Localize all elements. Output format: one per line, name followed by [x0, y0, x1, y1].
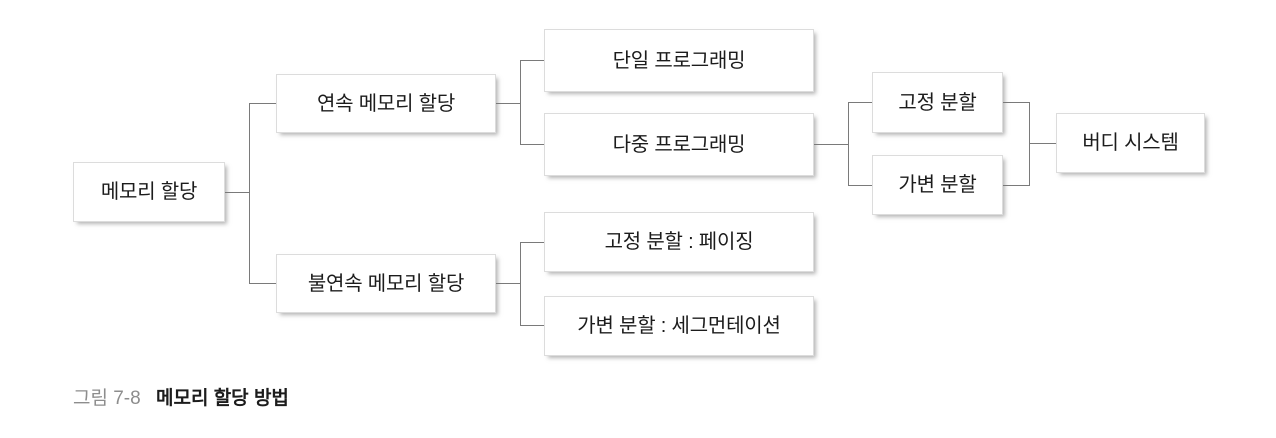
connector-partition-merge-vertical [1029, 102, 1030, 186]
connector-branch-to-paging [520, 242, 544, 243]
connector-merge-to-buddy-system [1029, 143, 1056, 144]
node-variable-partition-segmentation: 가변 분할 : 세그먼테이션 [544, 296, 814, 356]
connector-root-split-vertical [249, 103, 250, 284]
node-buddy-system: 버디 시스템 [1056, 113, 1205, 173]
node-fixed-partition-paging: 고정 분할 : 페이징 [544, 212, 814, 272]
connector-contiguous-out-stub [496, 103, 520, 104]
connector-branch-to-variable-partition [848, 185, 872, 186]
node-fixed-partition: 고정 분할 [872, 72, 1003, 133]
figure-caption-title: 메모리 할당 방법 [155, 388, 289, 409]
node-contiguous-allocation: 연속 메모리 할당 [276, 74, 496, 133]
node-variable-partition-segmentation-label: 가변 분할 : 세그먼테이션 [577, 315, 781, 337]
connector-contiguous-split-vertical [520, 60, 521, 145]
node-variable-partition-label: 가변 분할 [898, 174, 977, 196]
node-multi-programming: 다중 프로그래밍 [544, 113, 814, 176]
connector-branch-to-noncontiguous [249, 283, 276, 284]
connector-multi-prog-out-stub [814, 144, 848, 145]
node-contiguous-allocation-label: 연속 메모리 할당 [316, 92, 456, 115]
node-single-programming: 단일 프로그래밍 [544, 29, 814, 92]
node-single-programming-label: 단일 프로그래밍 [612, 49, 746, 72]
connector-branch-to-segmentation [520, 325, 544, 326]
connector-noncontiguous-split-vertical [520, 242, 521, 325]
connector-branch-to-contiguous [249, 103, 276, 104]
node-root: 메모리 할당 [73, 162, 225, 222]
node-variable-partition: 가변 분할 [872, 155, 1003, 215]
connector-fixed-partition-out-stub [1003, 102, 1029, 103]
figure-caption-number: 그림 7-8 [73, 388, 141, 409]
connector-branch-to-multi-prog [520, 144, 544, 145]
node-noncontiguous-allocation-label: 불연속 메모리 할당 [307, 272, 465, 295]
node-root-label: 메모리 할당 [100, 181, 198, 203]
node-fixed-partition-label: 고정 분할 [898, 91, 977, 114]
connector-branch-to-single-prog [520, 60, 544, 61]
node-noncontiguous-allocation: 불연속 메모리 할당 [276, 254, 496, 313]
node-multi-programming-label: 다중 프로그래밍 [612, 133, 746, 156]
figure-caption: 그림 7-8 메모리 할당 방법 [73, 389, 289, 408]
connector-branch-to-fixed-partition [848, 102, 872, 103]
node-fixed-partition-paging-label: 고정 분할 : 페이징 [604, 231, 754, 253]
connector-root-out-stub [225, 192, 249, 193]
connector-partition-split-vertical [848, 102, 849, 186]
node-buddy-system-label: 버디 시스템 [1082, 132, 1179, 154]
connector-noncontiguous-out-stub [496, 283, 520, 284]
connector-variable-partition-out-stub [1003, 185, 1029, 186]
